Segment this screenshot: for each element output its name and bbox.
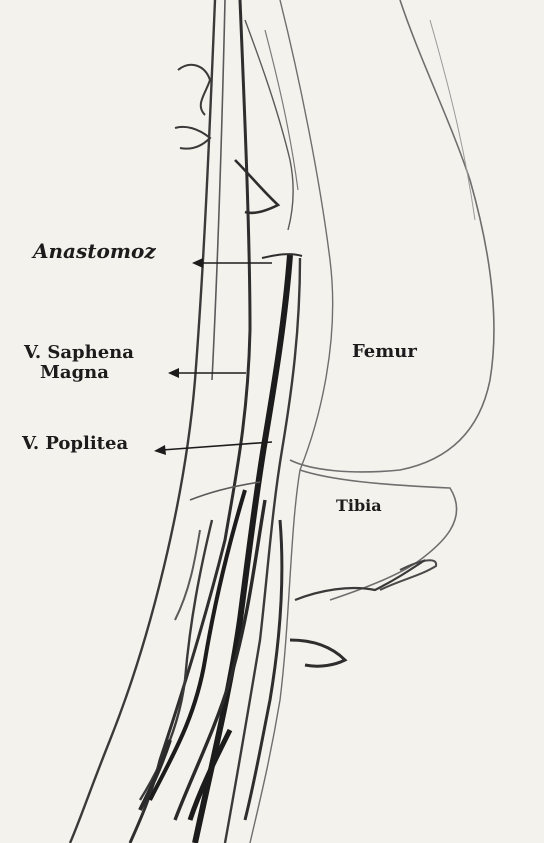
label-femur: Femur: [352, 342, 417, 362]
label-poplitea: V. Poplitea: [22, 434, 128, 454]
label-anastomosis: Anastomoz: [33, 240, 156, 262]
label-saphena-line2: Magna: [24, 363, 134, 383]
label-saphena-magna: V. Saphena Magna: [24, 343, 134, 383]
label-saphena-line1: V. Saphena: [24, 343, 134, 363]
label-tibia: Tibia: [336, 497, 382, 515]
